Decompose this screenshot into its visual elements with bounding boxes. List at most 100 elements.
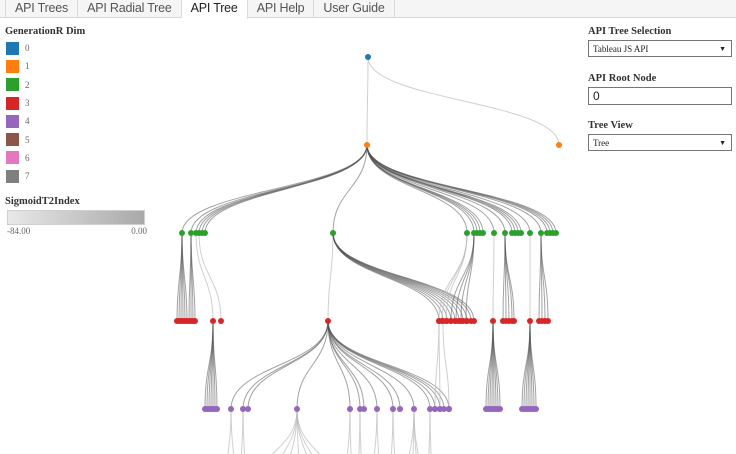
- sigmoid-gradient-bar: [7, 210, 145, 225]
- tree-node-gen-2[interactable]: [491, 230, 497, 236]
- tree-node-gen-4[interactable]: [294, 406, 300, 412]
- tree-node-gen-2[interactable]: [518, 230, 524, 236]
- tree-node-gen-3[interactable]: [443, 318, 449, 324]
- tree-node-gen-4[interactable]: [427, 406, 433, 412]
- tree-link: [366, 144, 557, 234]
- tree-link: [366, 144, 531, 234]
- tree-link: [327, 320, 441, 410]
- tree-node-gen-4[interactable]: [432, 406, 438, 412]
- legend-title: GenerationR Dim: [5, 26, 86, 37]
- tree-node-gen-4[interactable]: [374, 406, 380, 412]
- tree-node-gen-2[interactable]: [179, 230, 185, 236]
- legend-item-gen-3: 3: [5, 94, 85, 112]
- tree-node-gen-4[interactable]: [397, 406, 403, 412]
- tab-user-guide[interactable]: User Guide: [314, 0, 395, 17]
- tree-node-gen-4[interactable]: [361, 406, 367, 412]
- tree-node-gen-4[interactable]: [437, 406, 443, 412]
- tree-link: [190, 232, 196, 322]
- root-node-input[interactable]: 0: [588, 87, 732, 105]
- tree-node-gen-2[interactable]: [553, 230, 559, 236]
- tree-view-dropdown[interactable]: Tree ▼: [588, 134, 732, 151]
- tree-node-gen-4[interactable]: [446, 406, 452, 412]
- tree-link: [366, 144, 484, 234]
- tree-node-gen-2[interactable]: [480, 230, 486, 236]
- tree-node-gen-2[interactable]: [527, 230, 533, 236]
- legend-swatch: [6, 41, 19, 55]
- tree-node-gen-4[interactable]: [228, 406, 234, 412]
- tree-node-gen-3[interactable]: [458, 318, 464, 324]
- tab-api-radial-tree[interactable]: API Radial Tree: [78, 0, 182, 17]
- tree-node-gen-2[interactable]: [464, 230, 470, 236]
- tree-node-gen-4[interactable]: [240, 406, 246, 412]
- tree-link: [296, 408, 321, 454]
- tree-node-gen-3[interactable]: [325, 318, 331, 324]
- tree-node-gen-2[interactable]: [330, 230, 336, 236]
- tab-api-tree[interactable]: API Tree: [181, 0, 248, 19]
- tree-node-gen-4[interactable]: [411, 406, 417, 412]
- tab-api-trees[interactable]: API Trees: [6, 0, 79, 17]
- legend-label: 4: [25, 116, 30, 127]
- tree-node-gen-3[interactable]: [527, 318, 533, 324]
- tree-node-gen-1[interactable]: [364, 142, 370, 148]
- tree-node-gen-3[interactable]: [490, 318, 496, 324]
- legend-label: 0: [25, 43, 30, 54]
- tree-link: [327, 232, 334, 322]
- tree-node-gen-4[interactable]: [390, 406, 396, 412]
- tree-node-gen-2[interactable]: [502, 230, 508, 236]
- tree-link: [434, 320, 440, 410]
- legend-label: 7: [25, 171, 30, 182]
- tree-node-gen-3[interactable]: [448, 318, 454, 324]
- tab-api-help[interactable]: API Help: [248, 0, 315, 17]
- legend-item-gen-1: 1: [5, 57, 85, 75]
- tree-node-gen-2[interactable]: [188, 230, 194, 236]
- tree-view-label: Tree View: [588, 120, 633, 131]
- legend-label: 6: [25, 152, 30, 163]
- legend-item-gen-0: 0: [5, 39, 85, 57]
- tree-node-gen-3[interactable]: [471, 318, 477, 324]
- dropdown-arrow-icon: ▼: [719, 138, 726, 147]
- tree-node-gen-2[interactable]: [202, 230, 208, 236]
- tree-node-gen-4[interactable]: [347, 406, 353, 412]
- tree-node-gen-3[interactable]: [511, 318, 517, 324]
- tree-link: [366, 144, 522, 234]
- legend-item-gen-2: 2: [5, 76, 85, 94]
- tree-link: [332, 232, 456, 322]
- tree-node-gen-4[interactable]: [245, 406, 251, 412]
- tree-link: [296, 320, 329, 410]
- tree-view-value: Tree: [593, 137, 610, 148]
- tree-link: [212, 320, 218, 410]
- tree-link: [332, 232, 448, 322]
- tree-link: [438, 320, 441, 410]
- tree-selection-label: API Tree Selection: [588, 26, 672, 37]
- tree-node-gen-3[interactable]: [210, 318, 216, 324]
- tree-link: [190, 144, 368, 234]
- tree-node-gen-4[interactable]: [497, 406, 503, 412]
- tree-link: [366, 144, 542, 234]
- legend-item-gen-5: 5: [5, 130, 85, 148]
- tree-node-gen-4[interactable]: [533, 406, 539, 412]
- tree-node-gen-2[interactable]: [538, 230, 544, 236]
- tree-link: [332, 144, 368, 234]
- tree-node-gen-1[interactable]: [556, 142, 562, 148]
- tree-node-gen-3[interactable]: [453, 318, 459, 324]
- tree-selection-dropdown[interactable]: Tableau JS API ▼: [588, 40, 732, 57]
- tree-node-gen-3[interactable]: [545, 318, 551, 324]
- tree-link: [332, 232, 444, 322]
- tree-node-gen-4[interactable]: [214, 406, 220, 412]
- tree-link: [492, 232, 495, 322]
- tree-link: [445, 232, 468, 322]
- legend-swatch: [6, 78, 19, 92]
- tree-node-gen-3[interactable]: [192, 318, 198, 324]
- tree-node-gen-3[interactable]: [218, 318, 224, 324]
- tree-link: [366, 144, 495, 234]
- controls-panel: API Tree Selection Tableau JS API ▼ API …: [588, 26, 732, 167]
- legend-swatch: [6, 114, 19, 128]
- tree-link: [181, 144, 368, 234]
- tree-link: [242, 408, 246, 454]
- tree-node-gen-0[interactable]: [365, 54, 371, 60]
- tree-link: [413, 408, 419, 454]
- dropdown-arrow-icon: ▼: [719, 44, 726, 53]
- legend-swatch: [6, 151, 19, 165]
- tree-node-gen-3[interactable]: [463, 318, 469, 324]
